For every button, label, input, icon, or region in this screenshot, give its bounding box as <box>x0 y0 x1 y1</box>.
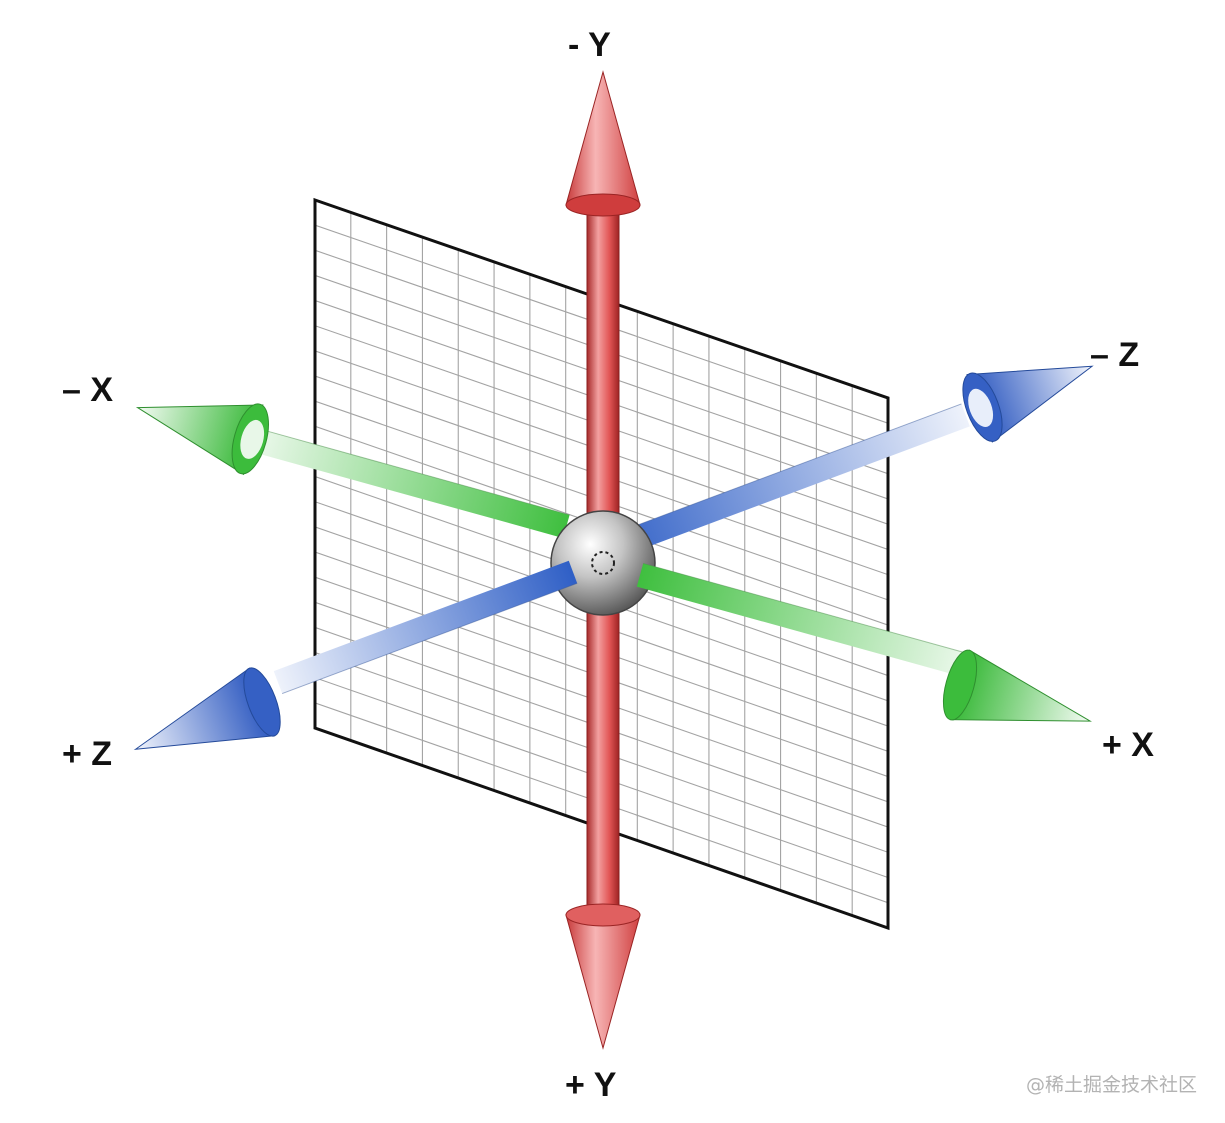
pos-x-shaft <box>636 562 967 677</box>
neg-x-arrowhead-icon <box>135 403 269 476</box>
neg-x-shaft <box>254 428 570 539</box>
label-neg-z: – Z <box>1090 336 1139 374</box>
origin-sphere-icon <box>550 510 656 616</box>
pos-y-arrowhead-icon <box>565 903 641 1050</box>
origin-point-icon <box>591 551 615 575</box>
label-pos-x: + X <box>1102 726 1154 764</box>
label-pos-z: + Z <box>62 735 112 773</box>
neg-z-shaft <box>600 403 970 562</box>
neg-y-arrowhead-icon <box>565 70 641 217</box>
label-neg-x: – X <box>62 371 113 409</box>
neg-z-arrowhead-icon <box>962 365 1094 443</box>
pos-z-arrowhead-icon <box>133 667 281 750</box>
label-neg-y: - Y <box>568 26 611 64</box>
pos-z-shaft <box>273 560 578 695</box>
label-pos-y: + Y <box>565 1066 617 1104</box>
watermark: @稀土掘金技术社区 <box>1025 1074 1197 1096</box>
plane-border <box>313 197 890 931</box>
pos-x-arrowhead-icon <box>942 649 1092 722</box>
